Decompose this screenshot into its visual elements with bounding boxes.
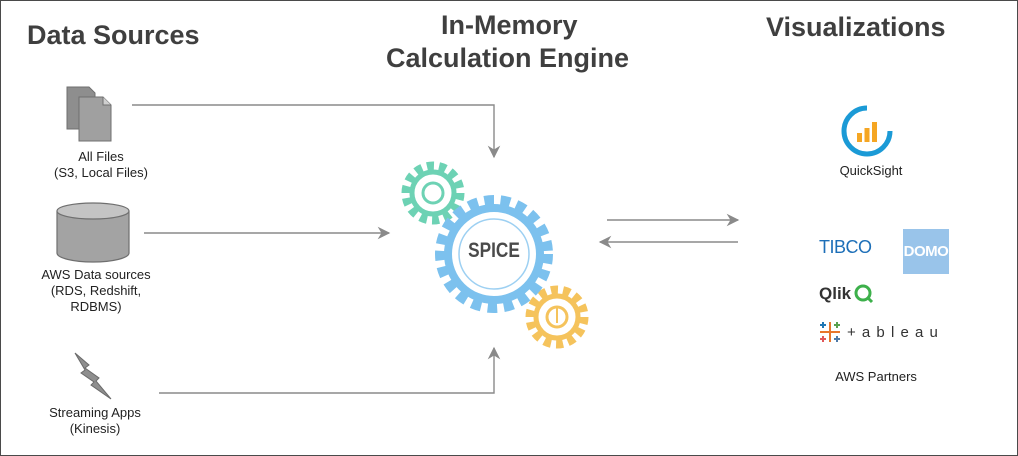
spice-label: SPICE bbox=[468, 239, 520, 262]
qlik-logo-text: Qlik bbox=[819, 284, 852, 303]
tableau-logo-text: + a b l e a u bbox=[847, 323, 939, 341]
green-gear-icon bbox=[401, 161, 465, 225]
spice-gears bbox=[401, 161, 589, 349]
qlik-q-icon bbox=[854, 284, 874, 304]
heading-visualizations: Visualizations bbox=[766, 12, 946, 42]
heading-engine-line1: In-Memory bbox=[441, 10, 578, 40]
tibco-logo: TIBCO bbox=[819, 237, 872, 257]
streaming-label-line2: (Kinesis) bbox=[69, 421, 121, 436]
files-label: All Files (S3, Local Files) bbox=[31, 149, 171, 181]
qlik-logo: Qlik bbox=[819, 283, 874, 305]
heading-data-sources: Data Sources bbox=[27, 20, 200, 50]
aws-partners-label: AWS Partners bbox=[835, 369, 917, 384]
streaming-label-line1: Streaming Apps bbox=[49, 405, 141, 420]
heading-engine-line2: Calculation Engine bbox=[386, 43, 630, 73]
database-icon bbox=[56, 202, 130, 263]
aws-label-line1: AWS Data sources bbox=[41, 267, 151, 282]
files-label-line2: (S3, Local Files) bbox=[54, 165, 148, 180]
arrow-streaming-to-spice bbox=[159, 346, 501, 394]
quicksight-label: QuickSight bbox=[839, 163, 903, 178]
aws-label-line2: (RDS, Redshift, bbox=[50, 283, 142, 298]
quicksight-icon bbox=[841, 105, 893, 157]
files-icon bbox=[66, 86, 112, 142]
spice-gear-icon bbox=[435, 195, 553, 313]
aws-sources-label: AWS Data sources (RDS, Redshift, RDBMS) bbox=[21, 267, 171, 315]
tableau-plus-icon bbox=[820, 322, 840, 342]
domo-logo: DOMO bbox=[903, 229, 949, 274]
aws-label-line3: RDBMS) bbox=[70, 299, 122, 314]
streaming-label: Streaming Apps (Kinesis) bbox=[25, 405, 165, 437]
arrow-files-to-spice bbox=[132, 104, 501, 159]
lightning-icon bbox=[74, 352, 112, 400]
tableau-logo: + a b l e a u bbox=[817, 319, 939, 345]
files-label-line1: All Files bbox=[78, 149, 124, 164]
domo-logo-text: DOMO bbox=[903, 243, 949, 260]
orange-gear-icon bbox=[525, 285, 589, 349]
